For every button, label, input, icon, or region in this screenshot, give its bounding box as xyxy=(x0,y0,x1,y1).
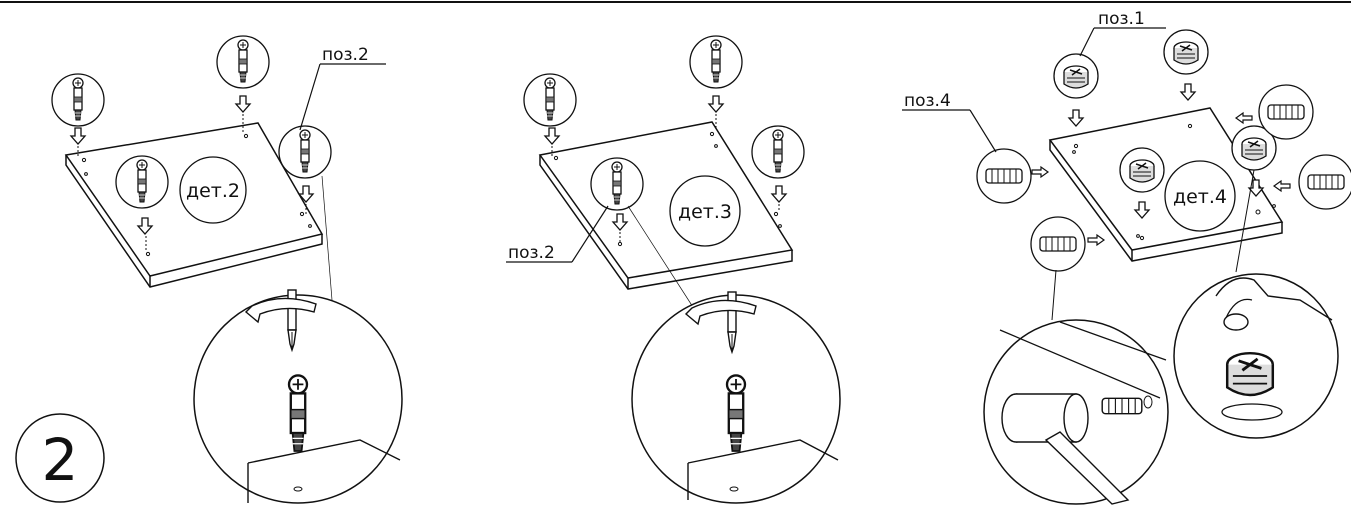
part-label: дет.3 xyxy=(678,201,732,223)
cam-lock-callout xyxy=(1053,53,1099,127)
dowel-callout xyxy=(1273,154,1351,210)
pos-label: поз.2 xyxy=(322,45,369,65)
cam-lock-callout xyxy=(1119,147,1165,219)
panel-2: дет.3 поз.2 xyxy=(506,35,841,504)
board-2 xyxy=(538,121,794,290)
part-label: дет.2 xyxy=(186,180,240,202)
part-label-badge: дет.3 xyxy=(669,175,741,247)
screw-callout xyxy=(278,125,332,214)
detail-view-hammer xyxy=(983,319,1169,505)
screw-callout xyxy=(689,35,743,130)
step-number: 2 xyxy=(42,426,79,494)
screw-callout xyxy=(216,35,270,132)
pos-label: поз.2 xyxy=(508,243,555,263)
screw-callout xyxy=(115,155,169,252)
pos-label-left: поз.4 xyxy=(904,91,951,111)
part-label-badge: дет.4 xyxy=(1164,160,1236,232)
pos-label-leader: поз.2 xyxy=(506,205,609,263)
pos-label-leader: поз.1 xyxy=(1079,9,1166,57)
detail-view-screwdriver xyxy=(631,291,841,504)
pos-label-top: поз.1 xyxy=(1098,9,1145,29)
detail-leader-line xyxy=(627,205,701,319)
step-number-badge: 2 xyxy=(15,413,105,503)
cam-lock-callout xyxy=(1163,29,1209,101)
panel-1: дет.2 поз.2 2 xyxy=(15,35,403,504)
detail-leader-line xyxy=(1051,269,1057,321)
screw-callout xyxy=(590,157,644,242)
detail-leader-line xyxy=(321,175,333,301)
screw-callout xyxy=(51,73,105,158)
dowel-callout xyxy=(1030,216,1105,272)
part-label-badge: дет.2 xyxy=(179,156,247,224)
detail-view-screwdriver xyxy=(193,289,403,504)
panel-3: дет.4 поз.1 поз.4 xyxy=(902,9,1351,505)
screw-callout xyxy=(751,125,805,212)
pos-label-leader: поз.2 xyxy=(299,45,386,131)
dowel-callout xyxy=(1235,84,1314,140)
screw-callout xyxy=(523,73,577,156)
pos-label-leader: поз.4 xyxy=(902,91,997,153)
detail-leader-line xyxy=(1235,169,1255,273)
dowel-callout xyxy=(976,148,1049,204)
part-label: дет.4 xyxy=(1173,186,1227,208)
detail-view-cam-press xyxy=(1173,273,1339,439)
